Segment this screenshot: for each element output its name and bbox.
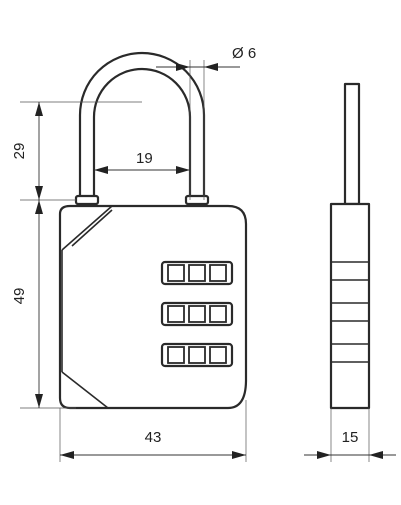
side-wheel-lines <box>331 261 369 363</box>
body-bevel-inner <box>71 209 113 247</box>
combination-wheel-1 <box>160 260 234 286</box>
dimension-shackle-diameter: Ø 6 <box>156 45 256 200</box>
label-shackle-height: 29 <box>11 143 28 160</box>
dimension-body-height: 49 <box>11 200 76 409</box>
combination-wheel-3 <box>160 342 234 368</box>
label-body-thickness: 15 <box>342 429 359 446</box>
dimension-shackle-width: 19 <box>94 150 190 174</box>
shackle <box>78 51 206 202</box>
side-shackle <box>343 82 361 206</box>
label-body-height: 49 <box>11 288 28 305</box>
combination-wheel-2 <box>160 301 234 327</box>
padlock-front-view <box>58 51 248 410</box>
dimension-shackle-height: 29 <box>11 101 142 201</box>
side-body <box>329 202 371 410</box>
dimension-body-thickness: 15 <box>304 408 396 462</box>
label-shackle-width: 19 <box>136 150 153 167</box>
shackle-collar-right <box>184 194 210 206</box>
body-bevel-bottom <box>61 371 109 409</box>
label-shackle-diameter: Ø 6 <box>232 45 256 62</box>
shackle-collar-left <box>74 194 100 206</box>
label-body-width: 43 <box>145 429 162 446</box>
dimension-body-width: 43 <box>59 400 247 462</box>
body-bevel-top <box>61 205 113 251</box>
padlock-side-view <box>329 82 371 410</box>
